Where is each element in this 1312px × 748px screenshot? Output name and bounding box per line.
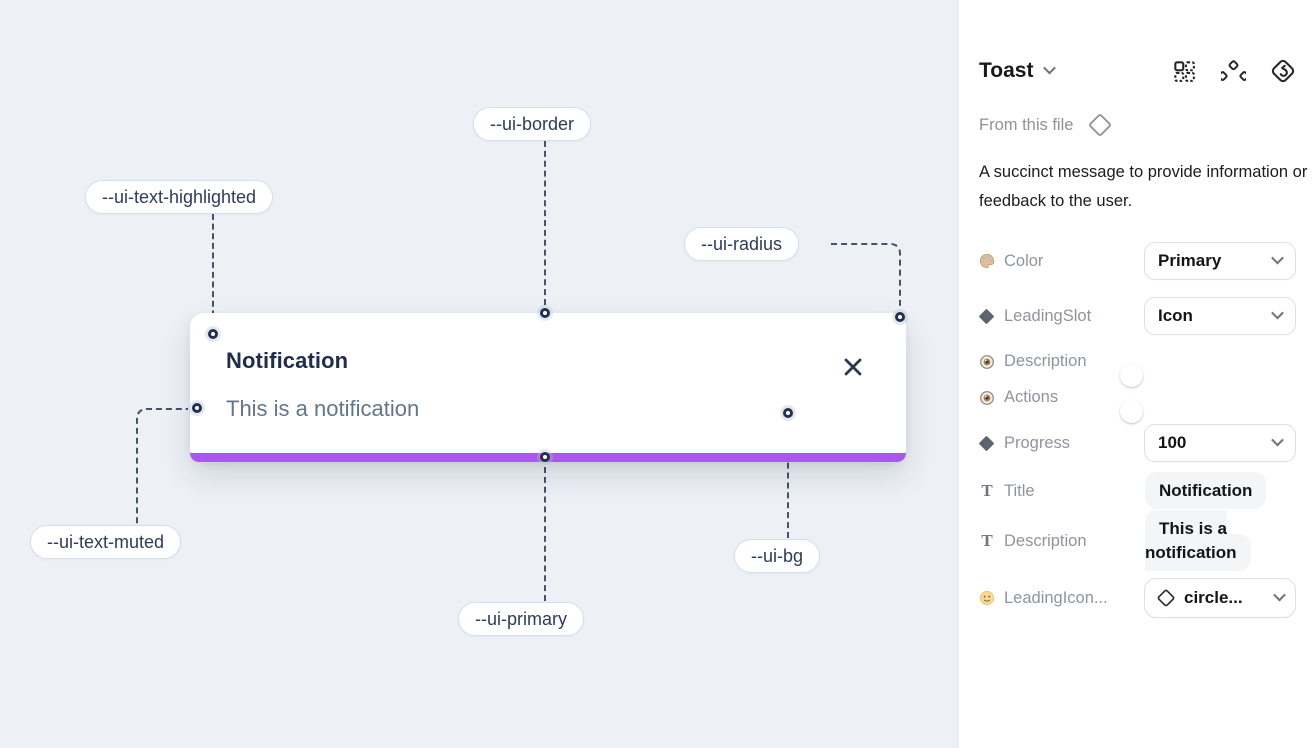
smiley-icon [980, 591, 994, 605]
prop-row-description-toggle: Description [979, 352, 1296, 387]
chevron-down-icon [1271, 306, 1284, 319]
prop-row-title: T Title Notification [979, 472, 1296, 509]
prop-name-progress: Progress [1004, 433, 1071, 452]
panel-header: Toast [979, 58, 1296, 84]
leading-slot-dropdown[interactable]: Icon [1144, 297, 1296, 335]
leading-slot-dropdown-value: Icon [1158, 306, 1193, 325]
description-text-field[interactable]: This is a notification [1144, 510, 1251, 571]
connector-line-radius [831, 243, 901, 308]
canvas[interactable]: Notification This is a notification --ui… [0, 0, 958, 748]
diamond-icon [979, 308, 995, 324]
prop-label-progress: Progress [979, 434, 1144, 453]
subframe-logo-icon[interactable] [1270, 58, 1296, 84]
annotation-ui-radius: --ui-radius [684, 227, 800, 261]
connector-line-bg [787, 423, 789, 538]
prop-row-actions-toggle: Actions [979, 388, 1296, 423]
source-row: From this file [979, 112, 1296, 138]
connector-line-text-muted [136, 408, 188, 524]
connector-line-border [544, 141, 546, 305]
variants-diamonds-icon[interactable] [1221, 59, 1246, 84]
annotation-ui-primary: --ui-primary [458, 602, 584, 636]
chevron-down-icon [1271, 433, 1284, 446]
annotation-ui-border: --ui-border [473, 107, 592, 141]
leading-icon-dropdown[interactable]: circle... [1144, 578, 1296, 618]
eye-icon [980, 390, 994, 405]
connector-line-text-highlighted [212, 214, 214, 326]
prop-row-color: Color Primary [979, 242, 1296, 280]
source-label: From this file [979, 115, 1074, 134]
component-name: Toast [979, 59, 1034, 82]
prop-label-description-text: T Description [979, 531, 1145, 551]
prop-label-color: Color [979, 252, 1144, 271]
prop-row-leading-slot: LeadingSlot Icon [979, 297, 1296, 335]
toast-description: This is a notification [226, 396, 420, 421]
prop-row-leading-icon: LeadingIcon... circle... [979, 578, 1296, 618]
chevron-down-icon [1273, 588, 1286, 601]
progress-dropdown-value: 100 [1158, 433, 1187, 452]
close-icon[interactable] [842, 356, 864, 378]
toast-title: Notification [226, 348, 349, 373]
text-icon: T [981, 531, 993, 550]
prop-name-description-text: Description [1004, 531, 1087, 550]
color-dropdown-value: Primary [1158, 251, 1222, 270]
text-icon: T [981, 481, 993, 500]
prop-name-description-toggle: Description [1004, 352, 1087, 370]
connector-dot-primary [540, 452, 550, 462]
component-chevron-down-icon[interactable] [1043, 61, 1057, 75]
prop-name-color: Color [1004, 251, 1044, 270]
eye-icon [980, 354, 994, 369]
connector-dot-text-highlighted [208, 329, 218, 339]
title-text-field[interactable]: Notification [1144, 472, 1267, 509]
prop-name-leading-icon: LeadingIcon... [1004, 588, 1108, 607]
property-list: Color Primary LeadingSlot Icon [979, 242, 1296, 618]
file-diamond-icon [1089, 114, 1112, 136]
prop-name-leading-slot: LeadingSlot [1004, 306, 1092, 325]
connector-dot-bg [783, 408, 793, 418]
connector-line-primary [544, 467, 546, 601]
palette-icon [979, 253, 995, 269]
color-dropdown[interactable]: Primary [1144, 242, 1296, 280]
toast-component[interactable]: Notification This is a notification [190, 313, 906, 462]
prop-label-description-toggle: Description [979, 352, 1145, 371]
connector-dot-text-muted [192, 403, 202, 413]
toggle-knob [1119, 363, 1143, 387]
prop-label-leading-icon: LeadingIcon... [979, 589, 1144, 608]
instance-grid-icon[interactable] [1172, 59, 1197, 84]
annotation-ui-bg: --ui-bg [734, 539, 821, 573]
connector-dot-radius [895, 312, 905, 322]
connector-dot-border [540, 308, 550, 318]
prop-row-progress: Progress 100 [979, 424, 1296, 462]
component-description: A succinct message to provide informatio… [979, 163, 1308, 210]
prop-name-title: Title [1004, 481, 1035, 500]
toggle-knob [1119, 399, 1143, 423]
annotation-ui-text-muted: --ui-text-muted [30, 525, 182, 559]
header-icons [1172, 58, 1296, 84]
leading-icon-dropdown-value: circle... [1184, 588, 1243, 607]
prop-row-description-text: T Description This is a notification [979, 510, 1296, 571]
chevron-down-icon [1271, 251, 1284, 264]
progress-dropdown[interactable]: 100 [1144, 424, 1296, 462]
properties-panel: Toast From this file [958, 0, 1312, 748]
prop-label-actions-toggle: Actions [979, 388, 1145, 407]
icon-diamond-icon [1157, 589, 1175, 607]
prop-name-actions-toggle: Actions [1004, 388, 1059, 406]
prop-label-leading-slot: LeadingSlot [979, 307, 1144, 326]
diamond-icon [979, 435, 995, 451]
prop-label-title: T Title [979, 481, 1145, 501]
annotation-ui-text-highlighted: --ui-text-highlighted [85, 180, 274, 214]
